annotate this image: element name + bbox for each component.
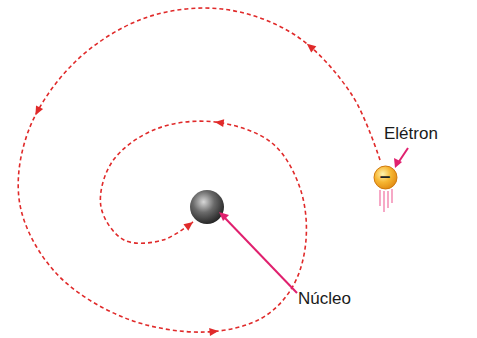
motion-streaks [380,189,392,212]
spiral-path [18,8,380,332]
spiral-arrowhead [209,327,219,336]
spiral-arrowhead [32,105,43,117]
spiral-arrowheads [32,41,316,336]
electron-charge: − [373,165,398,190]
spiral-arrowhead [304,41,316,53]
electron-label: Elétron [384,124,438,144]
nucleus-sphere [190,190,224,224]
leader-arrows [219,148,408,293]
spiral-arrowhead [183,219,195,231]
nucleus-label: Núcleo [298,289,351,309]
electron-sphere: − [373,165,398,190]
electron-circle [374,166,397,189]
spiral-arrowhead [214,118,224,127]
